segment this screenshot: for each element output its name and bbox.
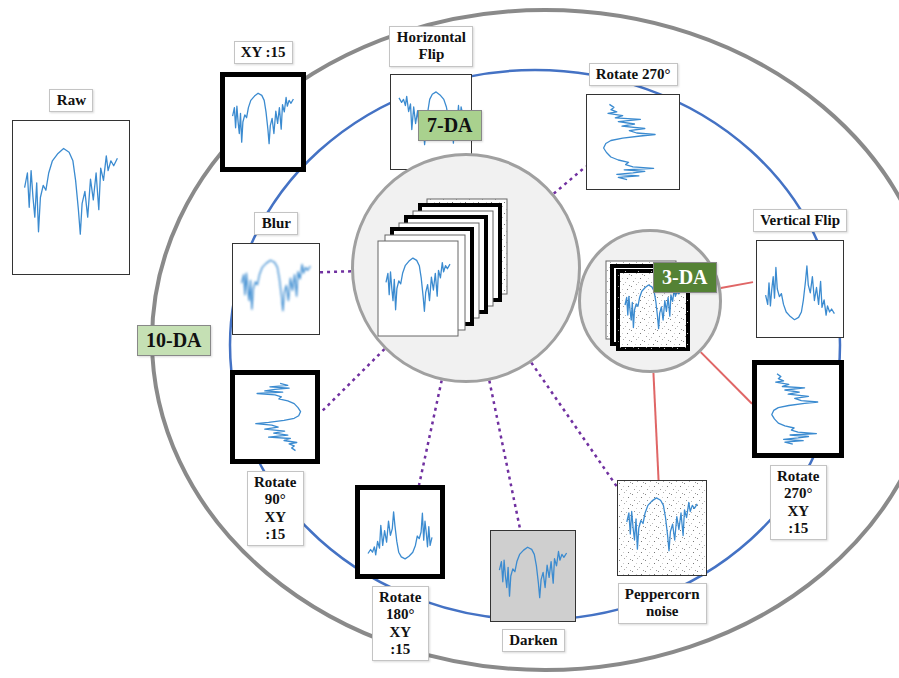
circle-outline <box>580 231 721 372</box>
augmentation-thumbnail: Rotate 180° XY :15 <box>355 485 445 661</box>
augmentation-thumbnail: Rotate 90° XY :15 <box>230 370 320 546</box>
connector-line <box>320 349 384 413</box>
spectrum-curve <box>499 547 566 597</box>
connector-line <box>489 381 520 530</box>
augmentation-thumbnail: Rotate 270° XY :15 <box>752 360 844 540</box>
augmentation-label: Raw <box>49 89 93 112</box>
augmentation-label: XY :15 <box>234 41 293 64</box>
noise-texture <box>618 481 706 575</box>
spectrum-curve <box>627 498 697 551</box>
spectrum-curve <box>772 374 818 444</box>
spectrum-curve <box>242 260 311 310</box>
connector-line <box>320 270 351 273</box>
augmentation-label: Rotate 270° <box>589 63 678 86</box>
set-label: 10-DA <box>137 325 211 356</box>
connector-line <box>701 352 752 404</box>
spectrum-curve <box>386 258 450 311</box>
outer-circle: 10-DAXY :15Horizontal FlipRotate 270°Ver… <box>148 4 899 674</box>
augmentation-thumbnail: Vertical Flip <box>753 209 847 338</box>
augmented-image <box>756 240 844 338</box>
augmented-image <box>355 485 445 579</box>
spectrum-curve <box>25 149 118 235</box>
thumbnail-plot <box>360 490 440 574</box>
thumbnail-plot <box>235 375 315 459</box>
set-circle <box>351 153 581 383</box>
thumbnail-plot <box>225 77 301 167</box>
thumbnail-plot <box>757 365 839 453</box>
augmentation-label: Peppercorn noise <box>618 583 707 624</box>
connector-line <box>721 282 753 288</box>
augmentation-set-circle: 7-DA <box>351 153 581 383</box>
set-label: 7-DA <box>418 110 482 141</box>
augmented-image <box>490 530 576 622</box>
thumbnail-plot <box>618 481 706 575</box>
augmentation-label: Horizontal Flip <box>389 26 473 67</box>
set-label: 3-DA <box>653 262 717 293</box>
augmented-image <box>752 360 844 458</box>
augmentation-set-circle: 3-DA <box>578 229 722 373</box>
augmentation-thumbnail: Horizontal Flip <box>389 26 473 170</box>
set-circle <box>578 229 722 373</box>
augmentation-label: Rotate 180° XY :15 <box>372 586 429 661</box>
thumbnail-plot <box>13 121 129 274</box>
augmentation-thumbnail: Raw <box>12 89 130 275</box>
connector-line <box>419 380 442 485</box>
spectrum-curve <box>233 93 294 143</box>
spectrum-curve <box>368 512 432 559</box>
stacked-frame <box>378 241 458 336</box>
augmentation-thumbnail: Blur <box>232 212 320 335</box>
augmented-image <box>12 120 130 275</box>
connector-line <box>554 166 586 193</box>
outer-ellipse <box>152 10 899 670</box>
augmentation-thumbnail: XY :15 <box>220 41 306 172</box>
augmentation-thumbnail: Rotate 270° <box>586 63 680 190</box>
augmented-image <box>617 480 707 576</box>
augmented-image <box>230 370 320 464</box>
augmentation-label: Darken <box>502 629 565 652</box>
augmentation-label: Vertical Flip <box>753 209 847 232</box>
spectrum-curve <box>766 266 835 320</box>
augmentation-label: Rotate 270° XY :15 <box>770 465 827 540</box>
augmented-image <box>586 94 680 190</box>
augmented-image <box>220 72 306 172</box>
augmented-image <box>232 243 320 335</box>
augmentation-thumbnail: Peppercorn noise <box>617 480 707 624</box>
spectrum-curve <box>256 383 301 450</box>
augmentation-label: Rotate 90° XY :15 <box>247 471 304 546</box>
augmentation-thumbnail: Darken <box>490 530 576 653</box>
thumbnail-plot <box>491 531 575 621</box>
circle-outline <box>353 155 580 382</box>
connector-line <box>653 373 658 480</box>
spectrum-curve <box>604 104 656 179</box>
connector-line <box>531 363 617 487</box>
thumbnail-plot <box>233 244 319 334</box>
augmentation-label: Blur <box>254 212 298 235</box>
thumbnail-plot <box>757 241 843 337</box>
thumbnail-plot <box>587 95 679 189</box>
